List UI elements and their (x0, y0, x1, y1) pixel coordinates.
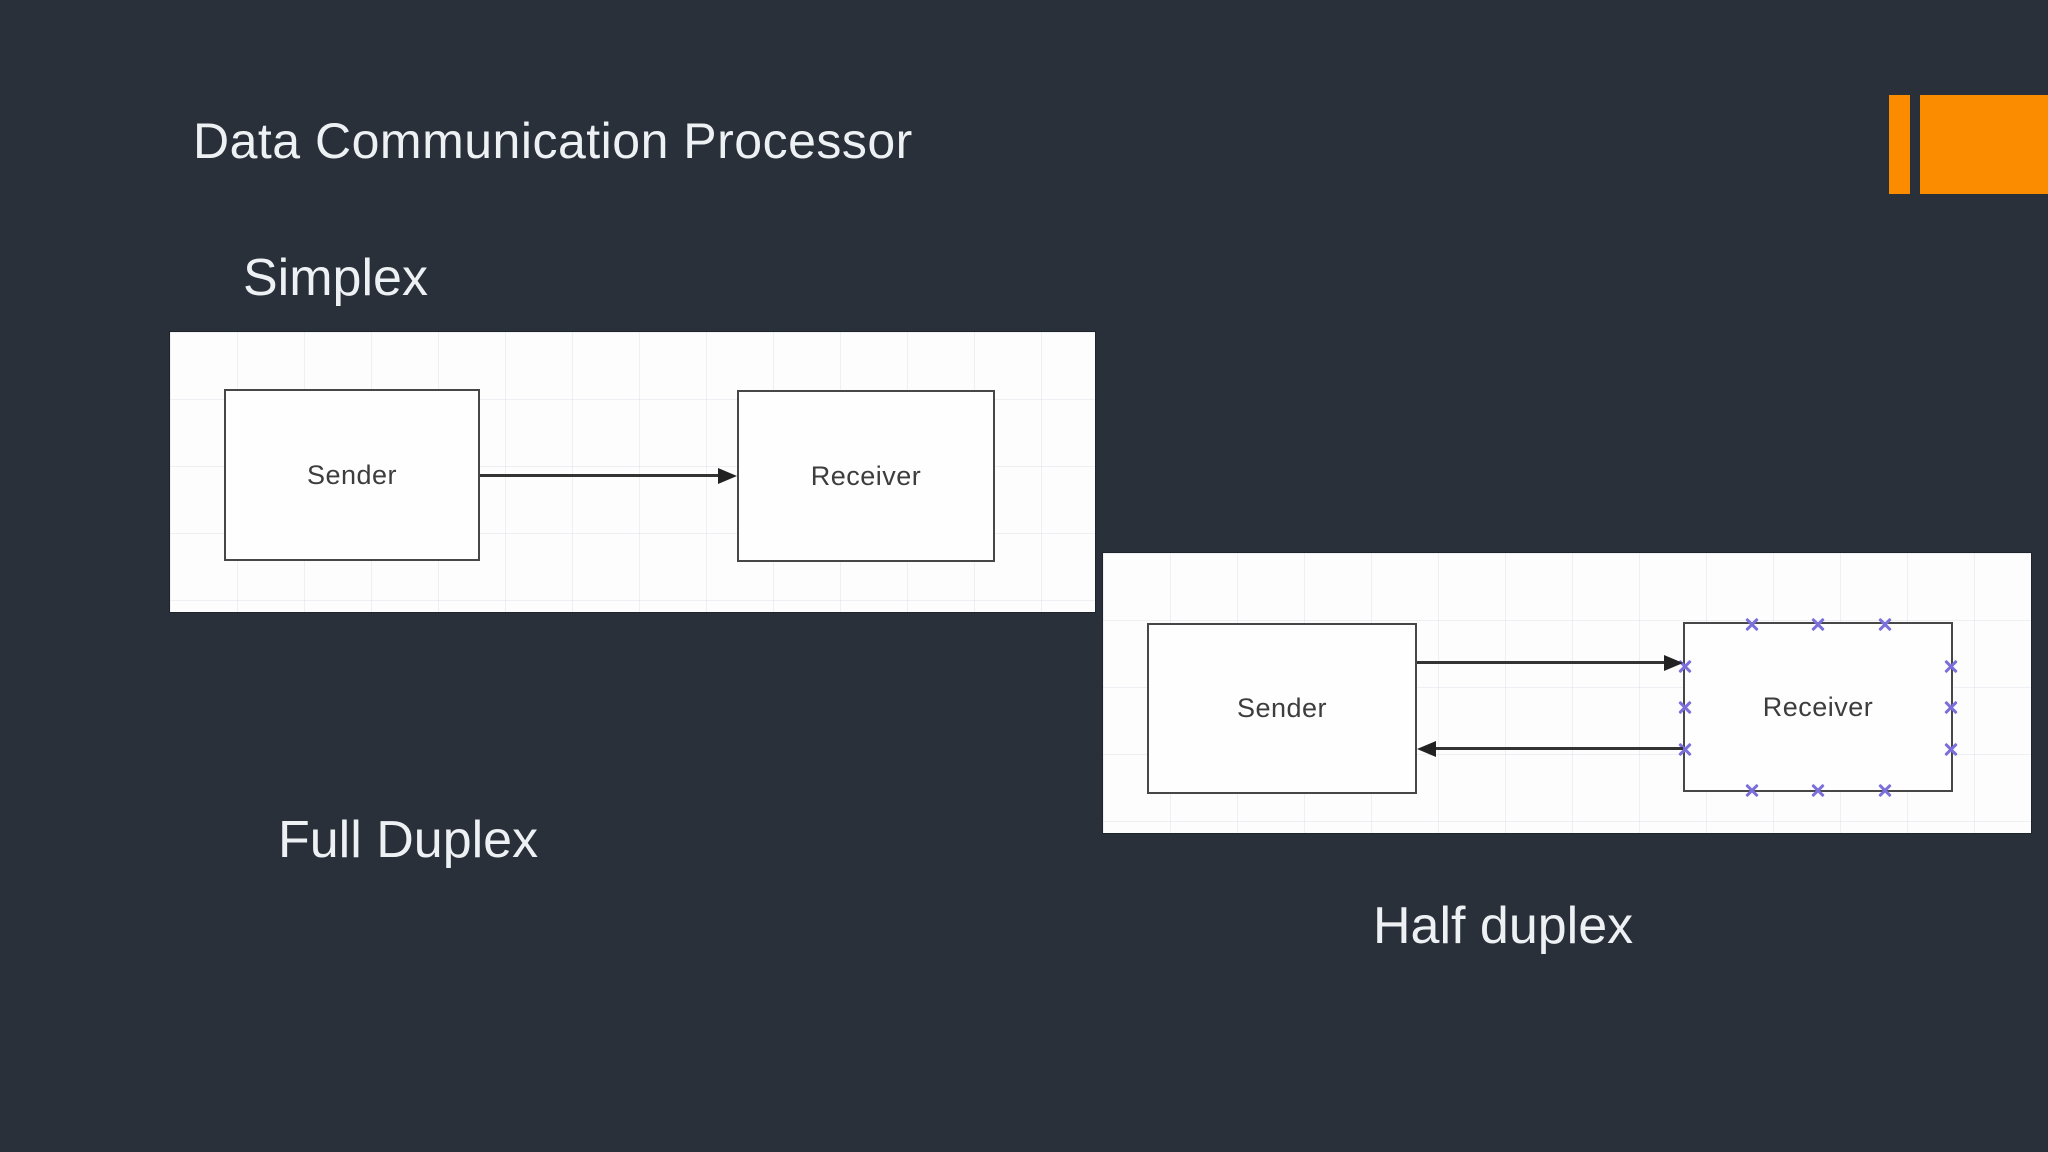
half-duplex-receiver-label: Receiver (1762, 691, 1874, 722)
accent-bar-wide (1920, 95, 2048, 194)
section-label-full-duplex: Full Duplex (278, 811, 539, 869)
simplex-arrow-head-icon (718, 468, 737, 484)
simplex-sender-label: Sender (306, 459, 398, 490)
half-duplex-forward-arrow-line (1417, 661, 1666, 664)
page-title: Data Communication Processor (193, 113, 913, 169)
connection-point-icon (1943, 658, 1959, 674)
simplex-sender-box: Sender (224, 389, 480, 561)
half-duplex-sender-box: Sender (1147, 623, 1417, 794)
connection-point-icon (1877, 616, 1893, 632)
simplex-receiver-box: Receiver (737, 390, 995, 562)
half-duplex-sender-label: Sender (1236, 693, 1328, 723)
half-duplex-receiver-box: Receiver (1683, 622, 1953, 792)
connection-point-icon (1810, 782, 1826, 798)
simplex-receiver-label: Receiver (810, 460, 922, 491)
connection-point-icon (1877, 782, 1893, 798)
simplex-arrow-line (480, 474, 720, 477)
connection-point-icon (1677, 699, 1693, 715)
section-label-simplex: Simplex (243, 249, 428, 307)
half-duplex-diagram-panel: Sender Receiver (1103, 553, 2031, 833)
connection-point-icon (1744, 616, 1760, 632)
half-duplex-forward-arrow-head-icon (1664, 655, 1683, 671)
half-duplex-return-arrow-line (1436, 747, 1683, 750)
accent-bar-thin (1889, 95, 1910, 194)
connection-point-icon (1744, 782, 1760, 798)
simplex-diagram-panel: Sender Receiver (170, 332, 1095, 612)
connection-point-icon (1943, 699, 1959, 715)
connection-point-icon (1943, 741, 1959, 757)
connection-point-icon (1810, 616, 1826, 632)
section-label-half-duplex: Half duplex (1373, 897, 1634, 955)
half-duplex-return-arrow-head-icon (1417, 741, 1436, 757)
